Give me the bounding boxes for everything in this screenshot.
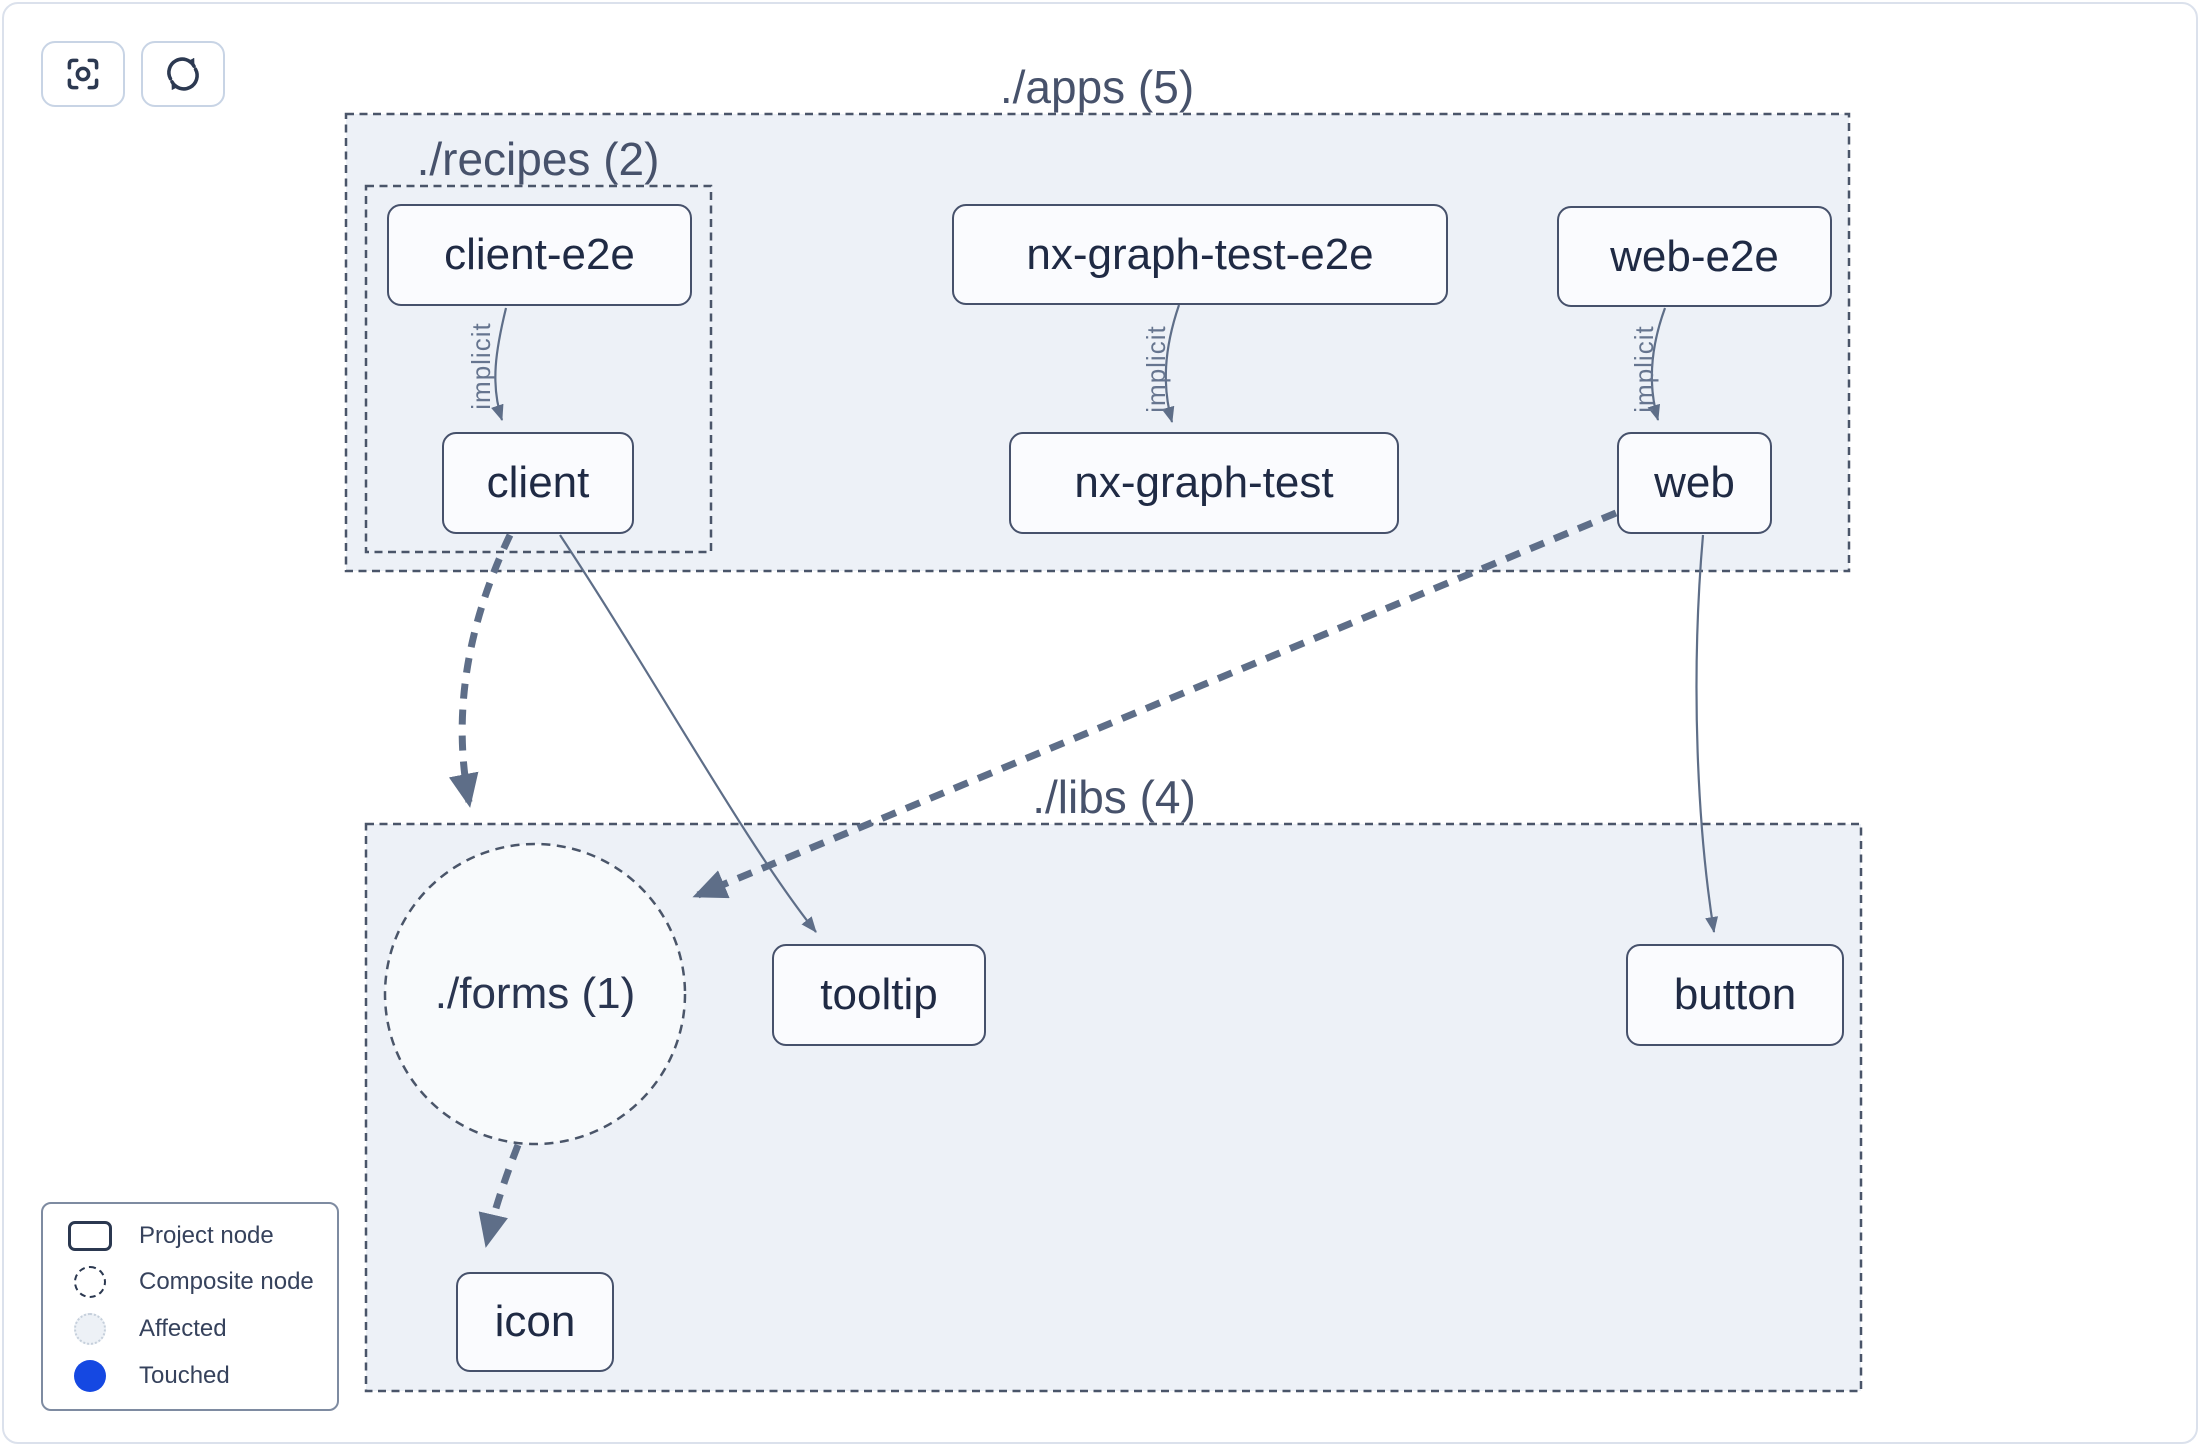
focus-icon — [67, 58, 99, 90]
edge-client-e2e-client — [491, 307, 508, 421]
edge-label-implicit-2: implicit — [1141, 325, 1171, 413]
refresh-button[interactable] — [141, 41, 225, 107]
node-label: nx-graph-test — [1074, 458, 1334, 507]
legend: Project node Composite node Affected Tou… — [41, 1202, 339, 1411]
group-title-libs: ./libs (4) — [1032, 771, 1196, 823]
group-title-apps: ./apps (5) — [999, 61, 1195, 113]
node-label: client — [486, 458, 590, 507]
node-label: tooltip — [820, 970, 938, 1019]
legend-label: Composite node — [139, 1268, 314, 1296]
graph-canvas[interactable]: ./apps (5) ./recipes (2) ./libs (4) ./fo… — [4, 4, 2196, 1442]
dashed-circle-icon — [65, 1266, 115, 1299]
legend-row-composite-node: Composite node — [43, 1266, 337, 1299]
node-client-e2e[interactable]: client-e2e — [387, 204, 692, 306]
legend-label: Project node — [139, 1222, 274, 1250]
composite-node-forms[interactable] — [383, 842, 687, 1146]
legend-label: Affected — [139, 1314, 227, 1342]
node-button[interactable]: button — [1626, 944, 1844, 1046]
edge-client-forms — [448, 533, 514, 808]
group-title-recipes: ./recipes (2) — [416, 133, 660, 185]
edge-client-tooltip — [559, 534, 817, 933]
edge-web-forms — [692, 509, 1618, 899]
node-tooltip[interactable]: tooltip — [772, 944, 986, 1046]
edge-label-implicit-1: implicit — [466, 322, 496, 410]
legend-label: Touched — [139, 1361, 230, 1389]
node-icon[interactable]: icon — [456, 1272, 614, 1372]
edge-label-implicit-3: implicit — [1629, 325, 1659, 413]
node-label: nx-graph-test-e2e — [1026, 229, 1374, 279]
node-label: icon — [494, 1297, 576, 1346]
node-nx-graph-test[interactable]: nx-graph-test — [1009, 432, 1399, 534]
node-label: web-e2e — [1610, 231, 1779, 281]
legend-row-affected: Affected — [43, 1312, 337, 1345]
node-web[interactable]: web — [1617, 432, 1772, 534]
node-client[interactable]: client — [442, 432, 634, 534]
focus-reset-button[interactable] — [41, 41, 125, 107]
node-label: button — [1673, 970, 1797, 1019]
group-box-recipes[interactable] — [364, 184, 713, 554]
edge-nx-graph-test-e2e-nx-graph-test — [1161, 304, 1181, 423]
node-label: client-e2e — [444, 230, 635, 279]
dotted-light-circle-icon — [65, 1312, 115, 1345]
node-web-e2e[interactable]: web-e2e — [1557, 206, 1832, 307]
legend-row-project-node: Project node — [43, 1221, 337, 1252]
edge-forms-icon — [478, 1143, 522, 1248]
refresh-icon — [167, 57, 199, 91]
edge-web-button — [1695, 534, 1719, 933]
solid-blue-circle-icon — [65, 1359, 115, 1392]
legend-row-touched: Touched — [43, 1359, 337, 1392]
node-nx-graph-test-e2e[interactable]: nx-graph-test-e2e — [952, 204, 1448, 305]
edge-web-e2e-web — [1647, 307, 1667, 421]
node-label: web — [1654, 458, 1735, 507]
composite-node-forms-label: ./forms (1) — [434, 969, 636, 1018]
rect-outline-icon — [65, 1221, 115, 1252]
touched-swatch — [74, 1359, 106, 1392]
